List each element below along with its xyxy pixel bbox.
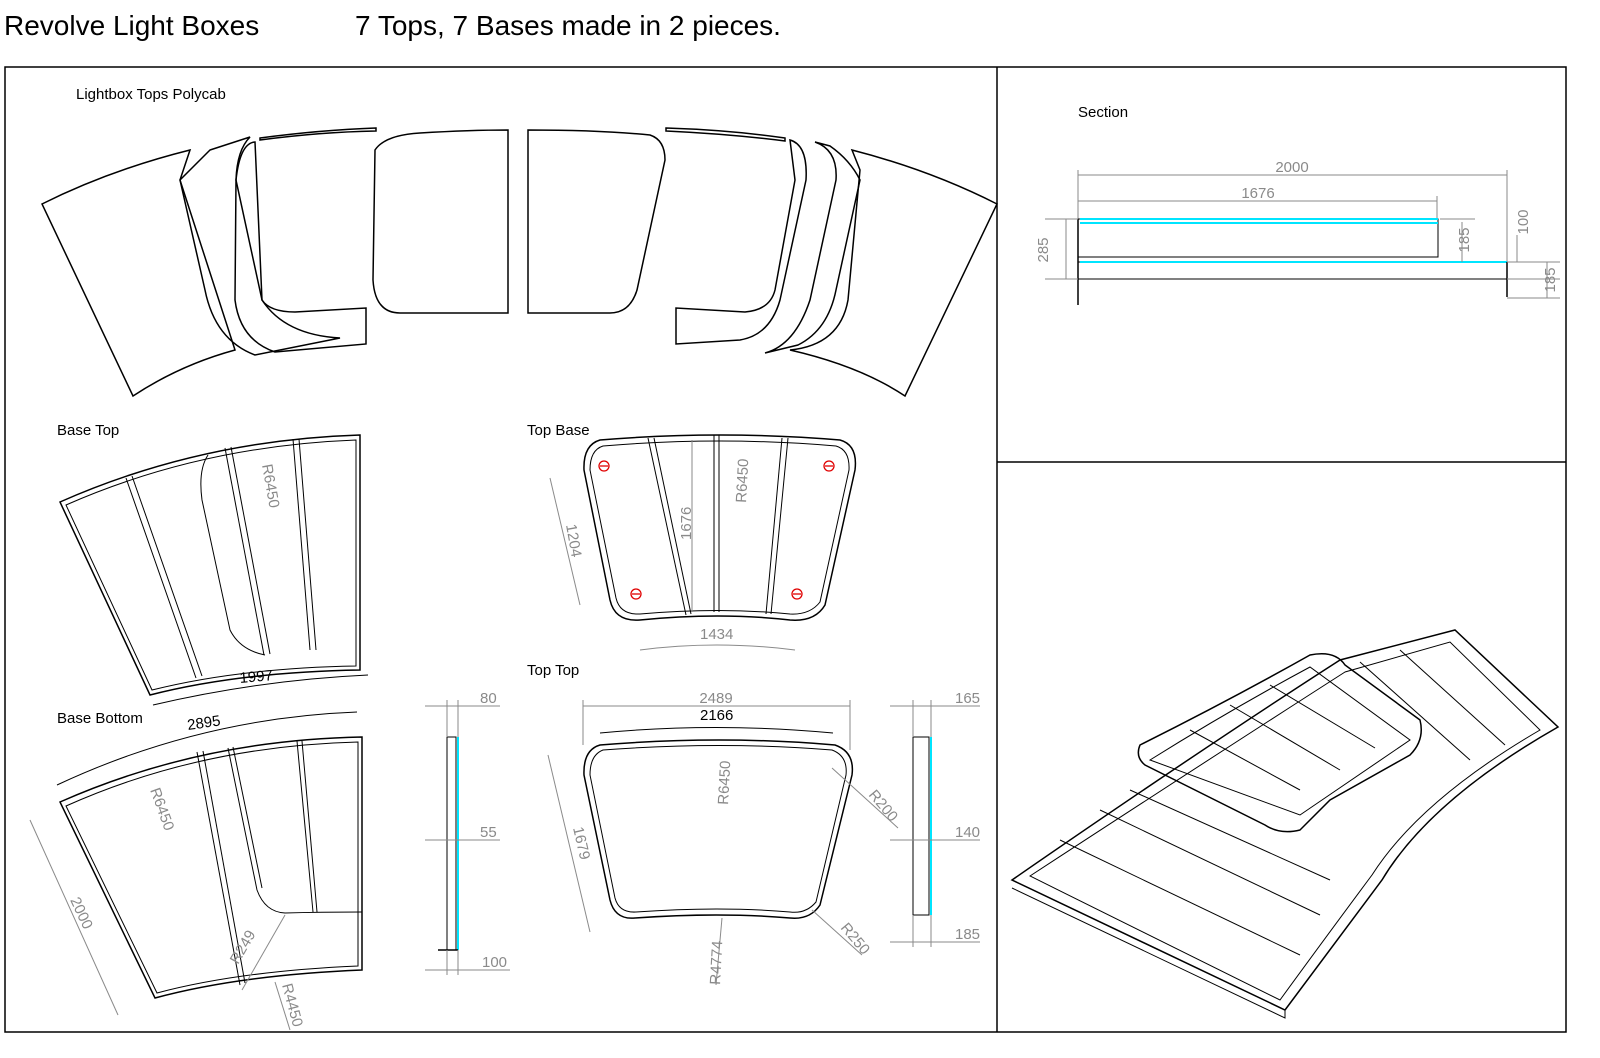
lightbox-tops-polycab-view: Lightbox Tops Polycab [41,86,998,398]
dim-base-top-arc: 1997 [239,667,274,687]
label-top-base: Top Base [527,422,590,439]
isometric-3d-view [1010,629,1560,1019]
dim-top-profile-mid: 140 [955,824,980,841]
dim-section-overall: 2000 [1275,159,1308,176]
dim-base-profile-mid: 55 [480,824,497,841]
label-section: Section [1078,104,1128,121]
drawing-subtitle: 7 Tops, 7 Bases made in 2 pieces. [355,10,781,41]
dim-top-top-corner-top: R200 [865,787,901,825]
top-base-view: Top Base 1204 1676 R6450 1434 [527,422,857,651]
dim-base-bottom-inner-radius: R249 [227,927,260,967]
base-top-view: Base Top R6450 1997 [57,422,369,706]
dim-top-top-bottom-radius: R4774 [707,940,726,985]
dim-section-step: 100 [1515,209,1532,234]
dim-top-top-side: 1679 [569,825,593,861]
top-profile-view: 165 140 185 [890,690,980,947]
section-view: Section 2000 1676 285 185 100 185 [1035,104,1560,305]
base-profile-view: 80 55 100 [425,690,510,975]
drawing-title: Revolve Light Boxes [4,10,260,41]
dim-base-bottom-radius: R6450 [146,786,177,833]
dim-base-bottom-arc: 2895 [186,712,221,733]
dim-top-top-corner-bottom: R250 [837,920,873,958]
label-tops-polycab: Lightbox Tops Polycab [76,86,226,103]
dim-base-profile-top: 80 [480,690,497,707]
dim-top-top-width: 2489 [699,690,732,707]
dim-section-top-height: 185 [1456,227,1473,252]
top-top-view: Top Top 2489 2166 R6450 R200 1679 R250 R… [527,662,901,985]
dim-base-top-radius: R6450 [258,463,282,509]
dim-top-base-radius: R6450 [733,458,752,503]
fixing-hole-icons [598,460,835,600]
dim-section-top: 1676 [1241,185,1274,202]
sheet-border [4,66,1567,1033]
dim-top-profile-bottom: 185 [955,926,980,943]
dim-top-base-arc: 1434 [700,626,733,643]
dim-section-base-height: 185 [1542,267,1559,292]
dim-top-profile-top: 165 [955,690,980,707]
base-bottom-view: Base Bottom 2895 R6450 2000 R249 R4450 [29,710,363,1031]
dim-base-profile-bottom: 100 [482,954,507,971]
label-base-top: Base Top [57,422,119,439]
dim-top-top-radius: R6450 [715,760,734,805]
label-top-top: Top Top [527,662,579,679]
dim-section-height: 285 [1035,237,1052,262]
label-base-bottom: Base Bottom [57,710,143,727]
dim-top-top-arc: 2166 [700,707,733,724]
dim-top-base-side: 1204 [562,523,585,559]
dim-base-bottom-depth: 2000 [66,895,96,932]
dim-top-base-depth: 1676 [678,507,695,540]
